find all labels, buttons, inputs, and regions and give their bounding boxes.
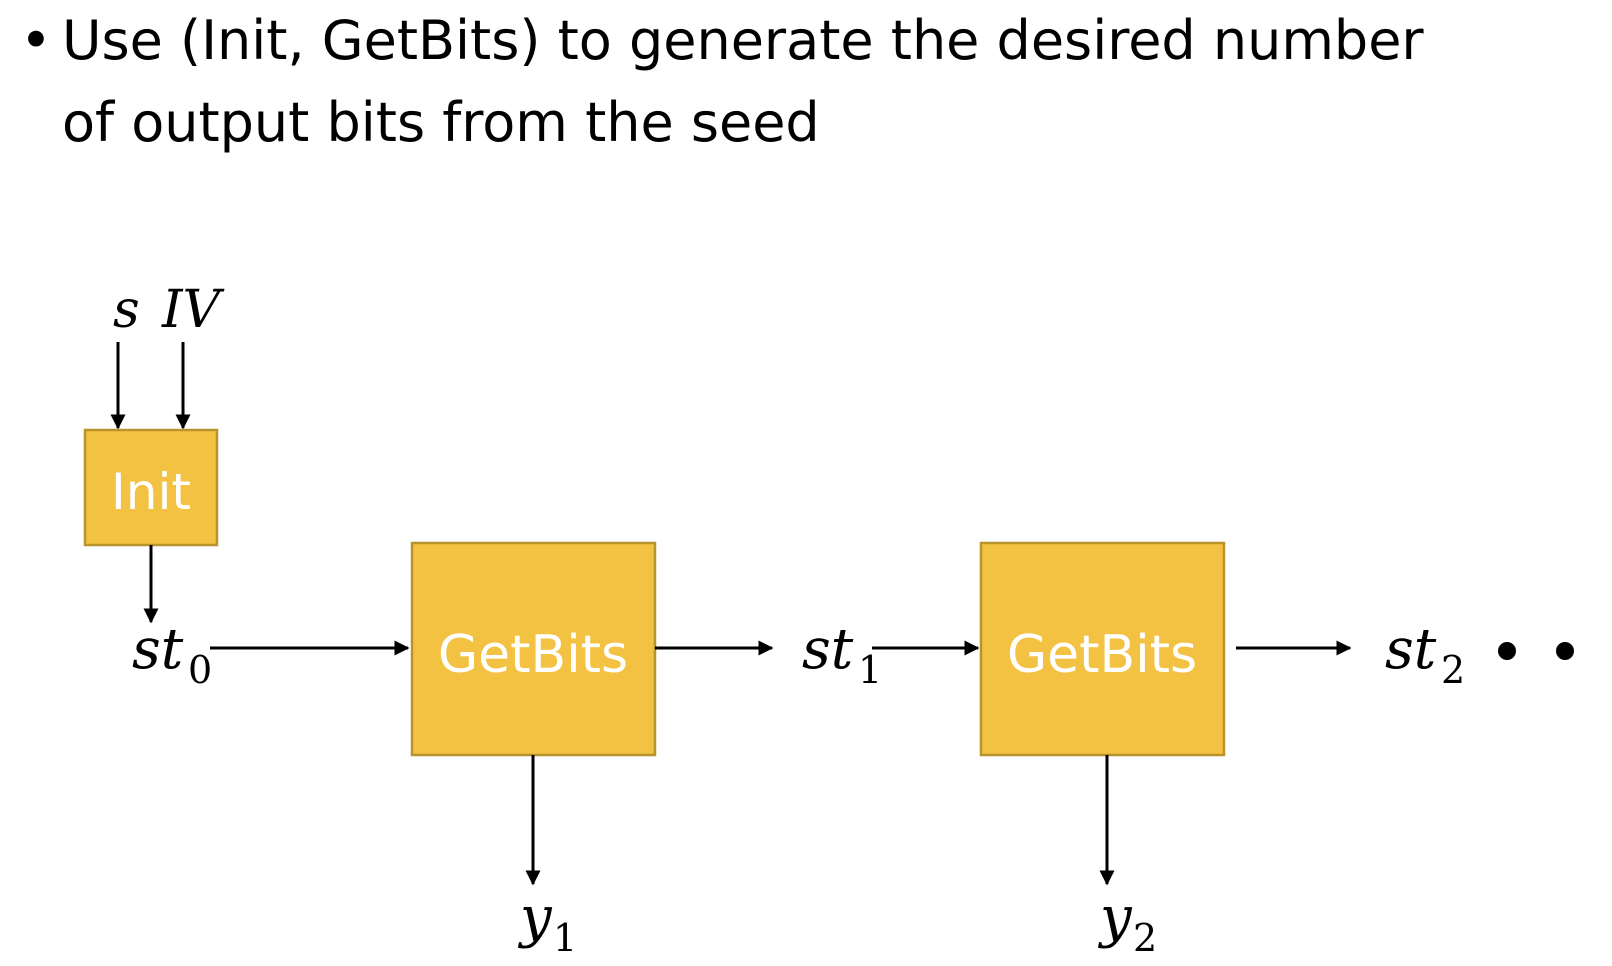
y1-base: y — [517, 885, 553, 950]
output-y2: y 2 — [1097, 885, 1157, 960]
st2-base: st — [1385, 617, 1437, 682]
bullet-text: Use (Init, GetBits) to generate the desi… — [62, 0, 1602, 164]
y2-sub: 2 — [1133, 916, 1157, 960]
continuation-dot-1 — [1498, 642, 1516, 660]
getbits-label-2: GetBits — [1007, 625, 1197, 685]
st0-sub: 0 — [188, 648, 212, 692]
y2-base: y — [1097, 885, 1133, 950]
st0-base: st — [132, 617, 184, 682]
output-y1: y 1 — [517, 885, 577, 960]
getbits-box-1: GetBits — [410, 541, 657, 757]
bullet-line-2: of output bits from the seed — [62, 91, 820, 154]
state-st1: st 1 — [802, 617, 882, 692]
st2-sub: 2 — [1441, 648, 1465, 692]
st1-sub: 1 — [858, 648, 882, 692]
y1-sub: 1 — [553, 916, 577, 960]
iv-label: IV — [161, 280, 225, 340]
continuation-dot-2 — [1556, 642, 1574, 660]
state-st0: st 0 — [132, 617, 212, 692]
getbits-label-1: GetBits — [438, 625, 628, 685]
bullet-line-1: Use (Init, GetBits) to generate the desi… — [62, 9, 1424, 72]
init-box: Init — [83, 428, 219, 547]
seed-label: s — [113, 280, 140, 340]
st1-base: st — [802, 617, 854, 682]
getbits-box-2: GetBits — [979, 541, 1226, 757]
state-st2: st 2 — [1385, 617, 1465, 692]
bullet-marker: • — [20, 9, 52, 72]
init-label: Init — [111, 463, 191, 521]
